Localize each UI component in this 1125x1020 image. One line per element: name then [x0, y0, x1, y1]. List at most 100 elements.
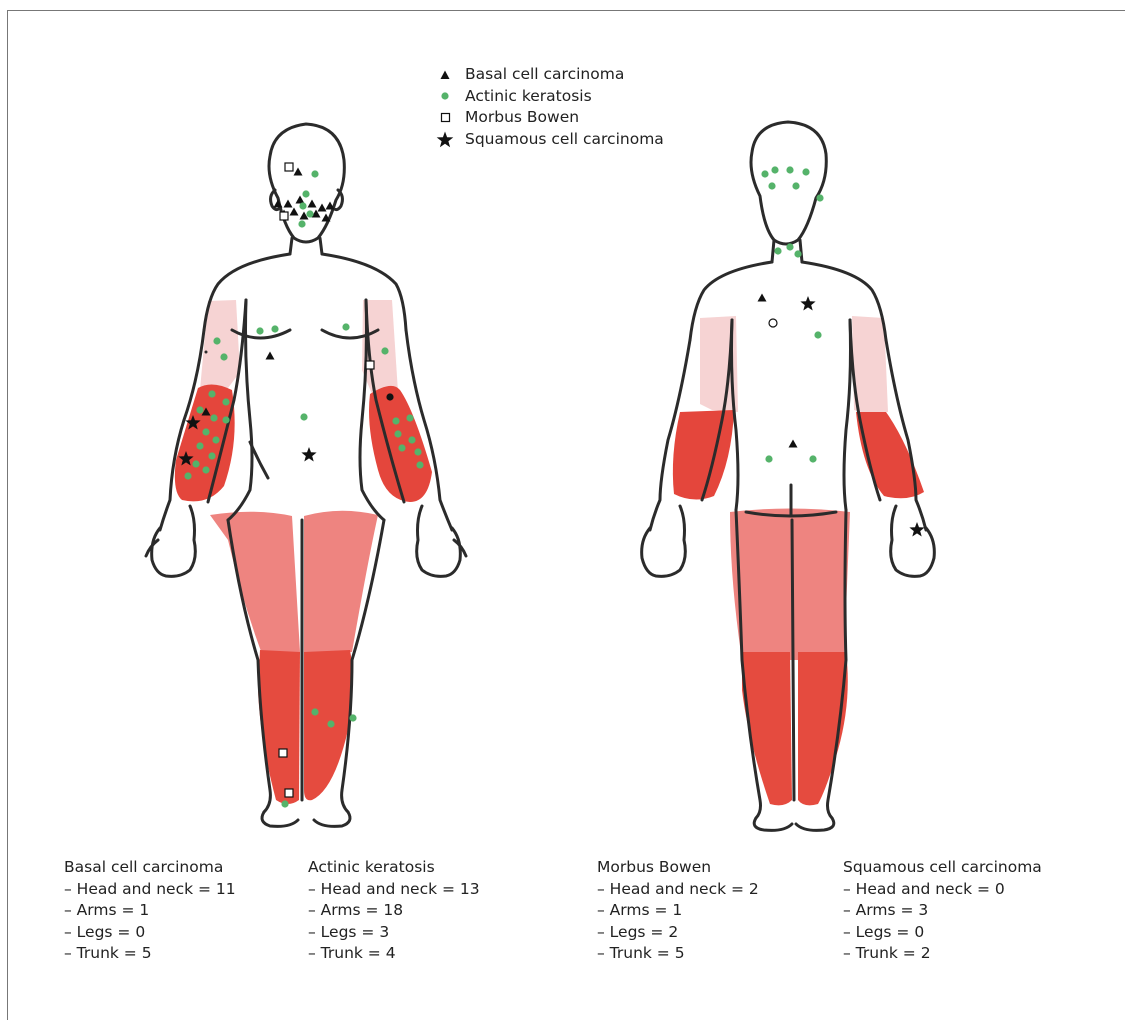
basal-cell-marker	[296, 196, 305, 204]
count-legs: – Legs = 2	[597, 922, 759, 944]
actinic-keratosis-marker	[814, 331, 821, 338]
counts-title: Squamous cell carcinoma	[843, 857, 1042, 879]
actinic-keratosis-marker	[394, 430, 401, 437]
actinic-keratosis-marker	[392, 417, 399, 424]
hand-outline-back-left	[642, 506, 686, 576]
counts-basal-cell: Basal cell carcinoma – Head and neck = 1…	[64, 857, 236, 965]
basal-cell-marker	[266, 352, 275, 360]
morbus-bowen-marker	[285, 789, 293, 797]
actinic-keratosis-marker	[192, 460, 199, 467]
legend-label: Basal cell carcinoma	[465, 64, 624, 86]
morbus-bowen-marker	[280, 212, 288, 220]
squamous-cell-marker	[800, 296, 815, 311]
count-arms: – Arms = 1	[597, 900, 759, 922]
actinic-keratosis-marker	[222, 398, 229, 405]
neck-outline-front	[290, 238, 322, 254]
actinic-keratosis-marker	[342, 323, 349, 330]
legend: Basal cell carcinoma Actinic keratosis M…	[425, 64, 664, 150]
legend-label: Morbus Bowen	[465, 107, 579, 129]
count-arms: – Arms = 18	[308, 900, 480, 922]
hand-outline-front-right	[146, 506, 195, 576]
morbus-bowen-marker	[366, 361, 374, 369]
forearm-region-front-left	[369, 386, 432, 502]
actinic-keratosis-marker	[202, 428, 209, 435]
basal-cell-marker	[290, 208, 299, 216]
counts-title: Actinic keratosis	[308, 857, 480, 879]
actinic-keratosis-marker	[794, 250, 801, 257]
count-trunk: – Trunk = 4	[308, 943, 480, 965]
actinic-keratosis-marker	[816, 194, 823, 201]
thigh-region-front-left	[304, 511, 378, 652]
basal-cell-marker	[789, 440, 798, 448]
actinic-keratosis-marker	[786, 243, 793, 250]
count-legs: – Legs = 3	[308, 922, 480, 944]
dot-icon	[425, 91, 465, 101]
actinic-keratosis-marker	[408, 436, 415, 443]
count-head-neck: – Head and neck = 0	[843, 879, 1042, 901]
actinic-keratosis-marker	[271, 325, 278, 332]
morbus-bowen-marker	[285, 163, 293, 171]
feet-outline-back	[754, 818, 834, 830]
leg-inner-back	[792, 520, 794, 800]
actinic-keratosis-marker	[327, 720, 334, 727]
legend-item-actinic-keratosis: Actinic keratosis	[425, 86, 664, 108]
counts-squamous-cell: Squamous cell carcinoma – Head and neck …	[843, 857, 1042, 965]
count-arms: – Arms = 1	[64, 900, 236, 922]
actinic-keratosis-marker	[196, 406, 203, 413]
torso-outline-back	[732, 320, 851, 510]
forearm-region-back-left	[673, 410, 734, 500]
squamous-cell-marker	[909, 522, 924, 537]
actinic-keratosis-marker	[212, 436, 219, 443]
counts-actinic-keratosis: Actinic keratosis – Head and neck = 13 –…	[308, 857, 480, 965]
morbus-bowen-marker	[279, 749, 287, 757]
thigh-region-back-left	[730, 509, 850, 661]
basal-cell-marker	[284, 200, 293, 208]
basal-cell-marker	[318, 204, 327, 212]
legend-label: Actinic keratosis	[465, 86, 592, 108]
actinic-keratosis-marker	[809, 455, 816, 462]
actinic-keratosis-marker	[202, 466, 209, 473]
count-legs: – Legs = 0	[64, 922, 236, 944]
actinic-keratosis-marker	[398, 444, 405, 451]
head-outline-back	[751, 122, 826, 244]
chest-line-front	[232, 330, 378, 338]
actinic-keratosis-marker	[771, 166, 778, 173]
torso-outline-front	[228, 300, 384, 520]
actinic-keratosis-marker	[300, 413, 307, 420]
legend-item-morbus-bowen: Morbus Bowen	[425, 107, 664, 129]
actinic-keratosis-marker	[184, 472, 191, 479]
actinic-keratosis-marker	[381, 347, 388, 354]
actinic-keratosis-marker	[306, 210, 313, 217]
actinic-keratosis-marker	[802, 168, 809, 175]
actinic-keratosis-marker	[768, 182, 775, 189]
actinic-keratosis-marker	[786, 166, 793, 173]
triangle-icon	[425, 70, 465, 80]
basal-cell-marker	[274, 200, 283, 208]
actinic-keratosis-marker	[220, 353, 227, 360]
count-head-neck: – Head and neck = 2	[597, 879, 759, 901]
square-icon	[425, 112, 465, 123]
actinic-keratosis-marker	[311, 170, 318, 177]
actinic-keratosis-marker	[299, 202, 306, 209]
head-outline-front	[269, 124, 344, 242]
actinic-keratosis-marker	[765, 455, 772, 462]
basal-cell-marker	[294, 168, 303, 176]
count-trunk: – Trunk = 5	[64, 943, 236, 965]
star-icon	[425, 131, 465, 149]
counts-title: Morbus Bowen	[597, 857, 759, 879]
exposure-regions	[175, 300, 924, 805]
basal-cell-marker	[386, 393, 393, 400]
actinic-keratosis-marker	[281, 800, 288, 807]
legend-item-basal-cell: Basal cell carcinoma	[425, 64, 664, 86]
basal-cell-marker	[758, 294, 767, 302]
shin-region-front-right	[258, 650, 300, 804]
actinic-keratosis-marker	[414, 448, 421, 455]
hand-outline-front-left	[417, 506, 466, 576]
count-head-neck: – Head and neck = 11	[64, 879, 236, 901]
basal-cell-marker	[308, 200, 317, 208]
actinic-keratosis-marker	[406, 414, 413, 421]
count-trunk: – Trunk = 2	[843, 943, 1042, 965]
legend-item-squamous-cell: Squamous cell carcinoma	[425, 129, 664, 151]
actinic-keratosis-marker	[761, 170, 768, 177]
actinic-keratosis-marker	[298, 220, 305, 227]
